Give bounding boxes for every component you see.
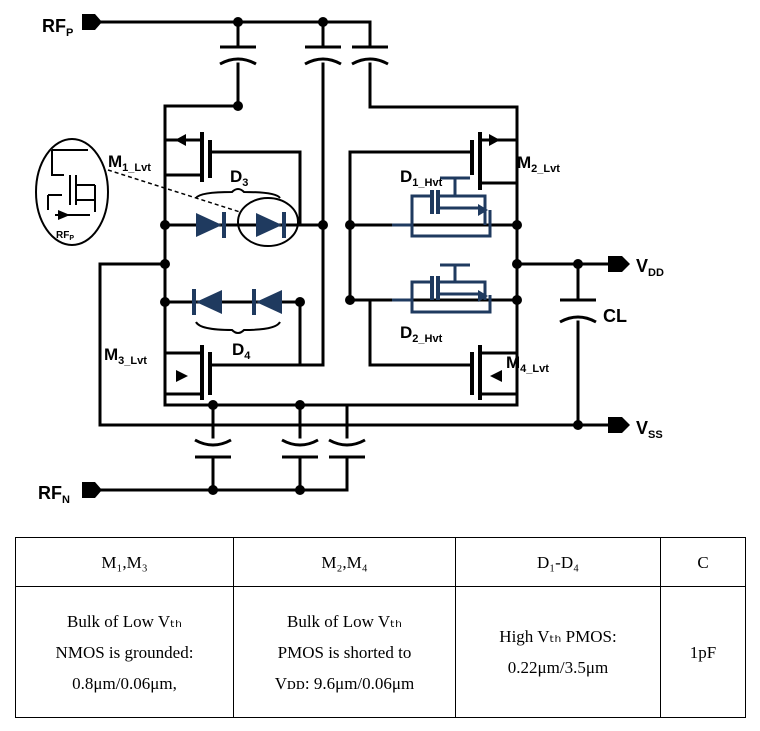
d2-hvt-device bbox=[392, 263, 492, 314]
transistors bbox=[200, 132, 482, 400]
m3-arrow bbox=[176, 370, 188, 382]
cell-d1-d4: High Vₜₕ PMOS: 0.22μm/3.5μm bbox=[455, 586, 661, 718]
vdd-pin bbox=[608, 256, 630, 272]
cell-line: NMOS is grounded: bbox=[55, 642, 194, 662]
cell-line: 0.8μm/0.06μm, bbox=[72, 673, 177, 693]
d4-diode-a bbox=[196, 290, 222, 314]
vdd-label: VDD bbox=[636, 256, 664, 279]
d3-brace bbox=[195, 188, 281, 199]
m1-label: M1_Lvt bbox=[108, 152, 151, 174]
d3-diode-b bbox=[256, 213, 282, 237]
m4-arrow bbox=[490, 370, 502, 382]
cell-line: Vᴅᴅ: 9.6μm/0.06μm bbox=[274, 673, 415, 693]
rfn-label: RFN bbox=[38, 483, 70, 506]
m1-arrow bbox=[175, 134, 186, 146]
d4-diode-b bbox=[256, 290, 282, 314]
cell-line: 1pF bbox=[689, 642, 717, 662]
cell-line: Bulk of Low Vₜₕ bbox=[67, 611, 182, 631]
rfp-label: RFP bbox=[42, 16, 73, 39]
wires bbox=[93, 20, 610, 492]
d3-diode-a bbox=[196, 213, 222, 237]
cell-m2-m4: Bulk of Low Vₜₕ PMOS is shorted to Vᴅᴅ: … bbox=[233, 586, 456, 718]
inset-transistor-detail bbox=[35, 138, 241, 246]
vss-pin bbox=[608, 417, 630, 433]
inset-callout-circle bbox=[237, 197, 299, 247]
d1-hvt-device bbox=[392, 176, 492, 238]
device-parameter-table: M₁,M₃ M₂,M₄ D₁-D₄ C Bulk of Low Vₜₕ NMOS… bbox=[15, 537, 746, 718]
cell-line: Bulk of Low Vₜₕ bbox=[287, 611, 402, 631]
header-d1-d4: D₁-D₄ bbox=[455, 537, 661, 587]
junction-dots bbox=[160, 17, 583, 495]
cell-c: 1pF bbox=[660, 586, 746, 718]
d2-label: D2_Hvt bbox=[400, 323, 443, 345]
diodes-d3 bbox=[195, 188, 299, 247]
d4-label: D4 bbox=[232, 340, 251, 362]
rectifier-circuit-schematic: RFP RFN VDD VSS CL M1_Lvt M2_Lvt M3_Lvt … bbox=[35, 14, 664, 506]
m2-arrow bbox=[489, 134, 500, 146]
m2-label: M2_Lvt bbox=[517, 153, 560, 175]
diodes-d4 bbox=[192, 289, 282, 334]
cell-m1-m3: Bulk of Low Vₜₕ NMOS is grounded: 0.8μm/… bbox=[15, 586, 234, 718]
cl-label: CL bbox=[603, 306, 627, 326]
header-m1-m3: M₁,M₃ bbox=[15, 537, 234, 587]
table-row: Bulk of Low Vₜₕ NMOS is grounded: 0.8μm/… bbox=[15, 586, 746, 718]
vss-label: VSS bbox=[636, 418, 663, 441]
m3-label: M3_Lvt bbox=[104, 345, 147, 367]
m4-label: M4_Lvt bbox=[506, 353, 549, 375]
port-pins bbox=[82, 14, 630, 498]
d1-label: D1_Hvt bbox=[400, 167, 443, 189]
d3-label: D3 bbox=[230, 167, 248, 189]
cell-line: PMOS is shorted to bbox=[277, 642, 412, 662]
cell-line: 0.22μm/3.5μm bbox=[507, 658, 609, 677]
inset-rfp-label: RFP bbox=[56, 230, 74, 242]
d2-arrow-icon bbox=[478, 290, 488, 302]
header-c: C bbox=[660, 537, 746, 587]
header-m2-m4: M₂,M₄ bbox=[233, 537, 456, 587]
capacitors bbox=[194, 45, 597, 459]
cell-line: High Vₜₕ PMOS: bbox=[499, 627, 617, 646]
d4-brace bbox=[195, 321, 281, 334]
hvt-devices bbox=[392, 176, 492, 314]
transistor-arrows bbox=[175, 134, 502, 382]
d1-arrow-icon bbox=[478, 204, 488, 216]
rfn-pin bbox=[82, 482, 102, 498]
rfp-pin bbox=[82, 14, 102, 30]
table-header-row: M₁,M₃ M₂,M₄ D₁-D₄ C bbox=[15, 537, 746, 587]
